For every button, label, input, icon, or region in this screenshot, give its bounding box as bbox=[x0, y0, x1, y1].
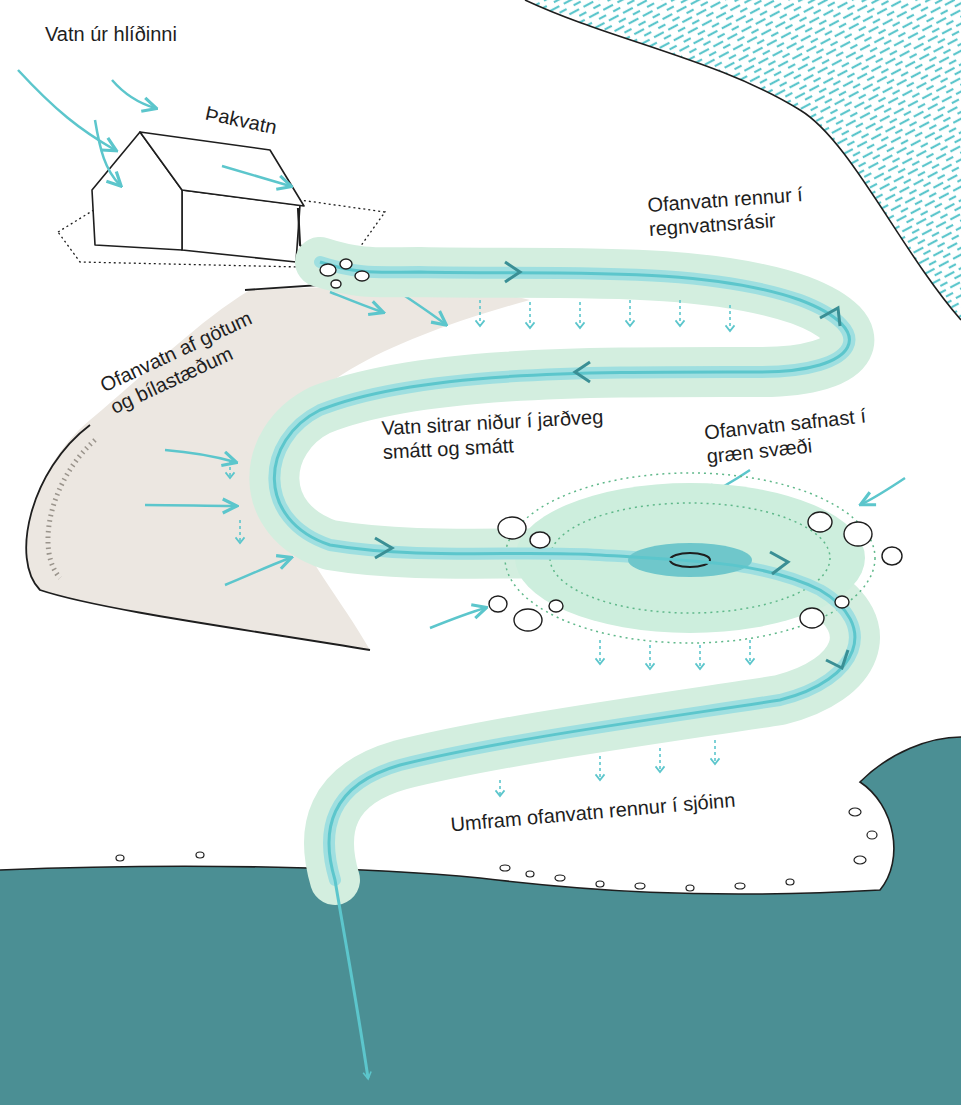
callout-label: Umfram ofanvatn rennur í sjóinn bbox=[449, 788, 736, 837]
rocks bbox=[320, 259, 902, 631]
road-stipple bbox=[48, 440, 95, 578]
seepage-arrows bbox=[230, 300, 750, 796]
callout-label: Ofanvatn rennur í regnvatnsrásir bbox=[647, 179, 850, 241]
sea bbox=[0, 737, 961, 1105]
callout-label: Vatn úr hlíðinni bbox=[45, 22, 177, 46]
callout-label: Vatn sitrar niður í jarðveg smátt og smá… bbox=[381, 404, 613, 464]
callout-label: Þakvatn bbox=[203, 101, 279, 140]
flow-chevrons bbox=[375, 262, 848, 668]
roof-arrow bbox=[222, 166, 290, 186]
house bbox=[92, 132, 304, 262]
stream-line bbox=[274, 262, 855, 1078]
callout-label: Ofanvatn safnast í græn svæði bbox=[703, 400, 907, 469]
